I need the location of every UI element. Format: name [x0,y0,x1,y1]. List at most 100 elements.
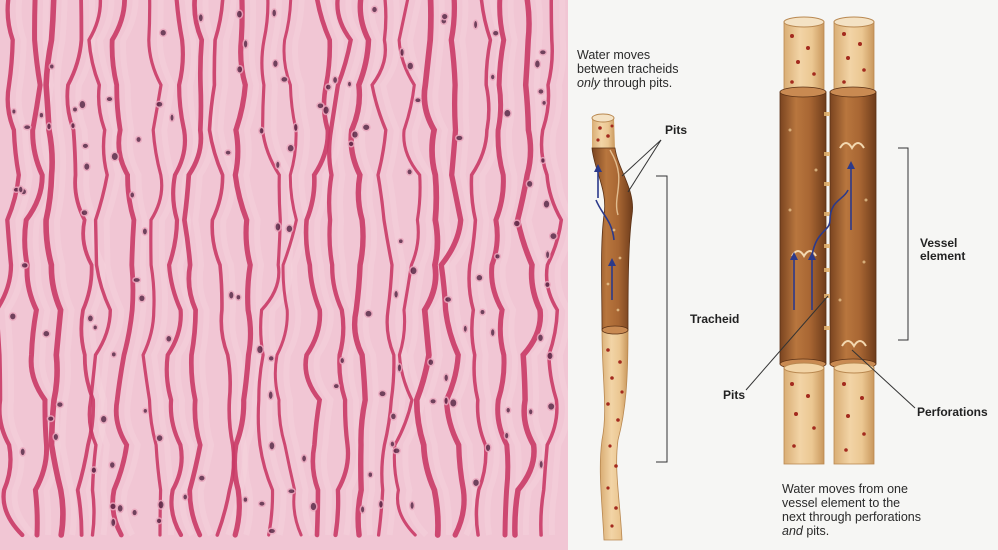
pits-leader-line [627,139,662,193]
cell-nucleus [268,440,276,451]
cell-nucleus [45,122,53,131]
cell-nucleus [155,433,164,443]
cell-wall-line [109,0,137,538]
cell-nucleus [105,95,114,103]
cell-nucleus [503,431,510,440]
cell-nucleus [479,308,486,316]
vessel-column-right [829,16,877,465]
cell-nucleus [131,508,139,517]
cell-nucleus [38,111,45,119]
cell-nucleus [540,99,548,107]
cell-wall-line [231,0,254,538]
conducting-cells-illustration [591,16,916,541]
cell-nucleus [19,447,27,457]
cell-nucleus [367,471,374,479]
cell-nucleus [448,397,458,408]
cell-nucleus [370,5,379,14]
cell-nucleus [274,160,281,170]
pits-leader-line [621,139,662,177]
cell-nucleus [10,108,17,115]
tracheid-pits-icon [596,124,624,528]
cell-wall-line [256,0,282,537]
cell-nucleus [169,113,175,123]
vessel-shared-wall-pits-icon [824,112,830,330]
cell-nucleus [8,311,17,321]
cell-nucleus [285,224,294,234]
cell-nucleus [471,477,481,488]
pits-leader-line [745,295,829,391]
cell-nucleus [116,503,125,514]
cell-nucleus [108,502,118,511]
cell-nucleus [489,327,496,338]
cell-nucleus [409,265,418,276]
vessel-pits-icon [790,32,866,452]
cell-nucleus [406,61,415,71]
cell-nucleus [82,161,91,172]
cell-nucleus [20,261,29,270]
cell-nucleus [538,48,548,56]
cell-wall-line [512,0,544,538]
tracheid-upper-light [592,118,615,150]
cell-nucleus [99,414,108,424]
cell-nucleus [300,454,308,463]
cell-nucleus [286,487,296,495]
cell-nucleus [309,501,318,512]
cell-nucleus [546,401,556,412]
vessel-caption: Water moves from one vessel element to t… [782,482,921,538]
cell-nucleus [539,156,547,165]
cell-nucleus [55,400,65,409]
cell-nucleus [155,517,163,525]
cell-nucleus [392,289,400,300]
cell-nucleus [413,96,422,104]
cell-nucleus [137,293,146,303]
cell-nucleus [69,121,77,130]
cell-nucleus [267,390,275,401]
xylem-diagram-panel: Water moves between tracheids only throu… [568,0,998,550]
cell-nucleus [110,151,120,162]
cell-nucleus [78,99,87,110]
cell-wall-line [87,0,113,537]
cell-nucleus [399,47,406,58]
cell-nucleus [538,459,545,470]
cell-wall-line [273,0,303,537]
cell-nucleus [235,9,244,20]
cell-nucleus [267,354,275,363]
cell-nucleus [527,407,534,416]
cell-nucleus [71,106,79,113]
cell-nucleus [48,63,56,70]
cell-nucleus [389,440,396,448]
cell-wall-line [207,0,236,537]
cell-wall-line [326,0,353,538]
cell-nucleus [537,87,545,96]
cell-nucleus [159,28,168,38]
cell-nucleus [46,415,55,423]
cell-nucleus [543,280,551,289]
cell-nucleus [427,357,435,367]
cell-nucleus [270,8,278,18]
cell-nucleus [235,64,244,74]
cell-nucleus [406,168,414,176]
cell-nucleus [542,199,551,210]
cell-nucleus [472,19,479,30]
cell-nucleus [52,432,60,442]
cell-nucleus [475,273,484,282]
cell-nucleus [235,293,242,301]
cell-nucleus [505,406,512,414]
cell-nucleus [197,12,205,23]
cell-nucleus [135,135,143,144]
tracheid-bracket [656,175,668,463]
cell-nucleus [92,323,99,331]
label-pits-tracheid: Pits [665,123,688,137]
cell-nucleus [331,75,339,85]
cell-nucleus [224,149,232,156]
cell-nucleus [164,334,173,344]
cell-wall-line [43,0,66,538]
label-perforations: Perforations [917,405,988,419]
cell-nucleus [257,500,266,508]
cell-nucleus [377,499,385,510]
label-pits-vessel: Pits [723,388,746,402]
cell-nucleus [484,442,492,453]
cell-nucleus [17,185,24,194]
cell-nucleus [429,397,438,405]
